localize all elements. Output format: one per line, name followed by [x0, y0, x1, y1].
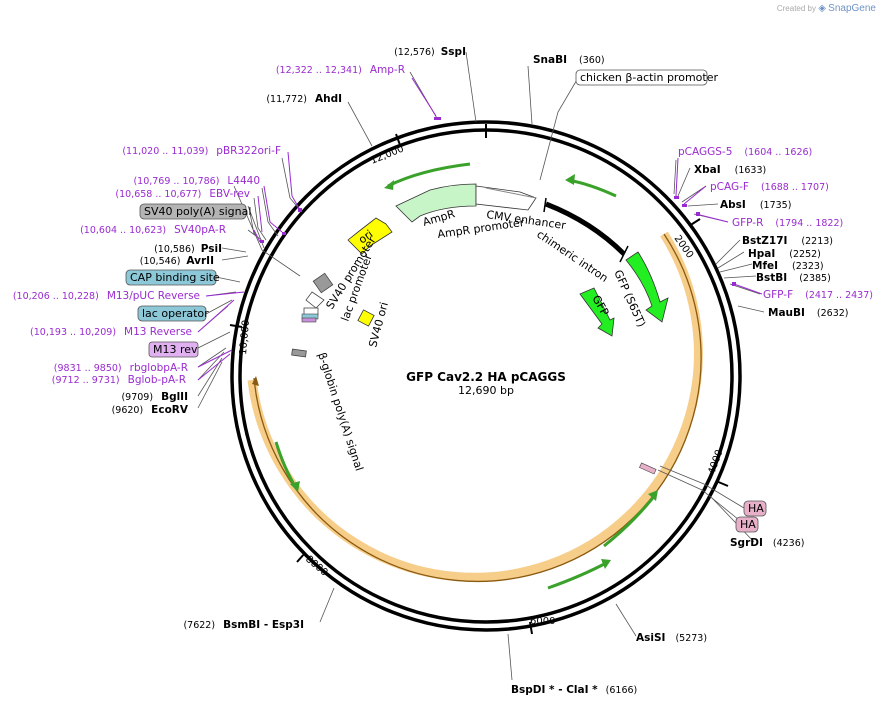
box-cap-binding-site: CAP binding site	[125, 269, 220, 286]
site-bspdi: BspDI * - ClaI *(6166)	[511, 684, 637, 696]
plasmid-name: GFP Cav2.2 HA pCAGGS	[406, 370, 566, 384]
orf-arrow-top-head	[384, 180, 394, 190]
primer-sv40pa-r: (10,604 .. 10,623)SV40pA-R	[80, 224, 226, 236]
site-ahdi: (11,772)AhdI	[266, 93, 342, 105]
backbone-outer-ring	[230, 120, 742, 632]
feature-ampr	[395, 183, 477, 223]
site-sgrdi: SgrDI(4236)	[730, 537, 804, 549]
orf-arrow-topright-head	[565, 174, 575, 185]
primer-gfp-f: GFP-F(2417 .. 2437)	[763, 289, 873, 301]
site-avrii: (10,546)AvrII	[140, 255, 214, 267]
cav-insert-arrowhead	[252, 376, 259, 386]
svg-text:CAP binding site: CAP binding site	[130, 271, 220, 284]
feature-bglobin-polya	[291, 348, 307, 358]
site-snabi: SnaBI(360)	[533, 54, 605, 66]
orf-arrow-topright	[567, 178, 617, 198]
feature-sv40-poly-a-box	[312, 272, 334, 294]
svg-text:lac operator: lac operator	[142, 307, 209, 320]
label-bglobin-polya: β-globin poly(A) signal	[315, 351, 366, 473]
primer-pcag-f: pCAG-F(1688 .. 1707)	[710, 181, 829, 193]
tick-4000	[715, 480, 729, 487]
orf-arrow-right2-head	[601, 559, 611, 569]
site-maubi: MauBI(2632)	[768, 307, 849, 319]
chimeric-intron-end-tick	[543, 197, 547, 213]
site-hpai: HpaI(2252)	[748, 248, 821, 260]
box-chicken-promoter: chicken β-actin promoter	[575, 69, 718, 86]
tick-6000	[529, 621, 533, 635]
orf-arrow-right1	[603, 493, 658, 548]
box-ha-1: HA	[743, 500, 767, 517]
snapgene-logo-icon: ◈	[818, 3, 826, 14]
tick-8000	[296, 552, 306, 563]
chimeric-intron-start-tick	[619, 245, 629, 263]
tick-2000	[688, 218, 701, 227]
svg-text:HA: HA	[740, 518, 756, 531]
tick-label-8000: 8000	[303, 554, 330, 579]
primer-gfp-r: GFP-R(1794 .. 1822)	[732, 217, 843, 229]
orf-arrow-right2	[547, 560, 609, 590]
orf-arrow-top	[387, 162, 471, 188]
site-sspi: (12,576)SspI	[394, 46, 466, 58]
site-xbai: XbaI(1633)	[694, 164, 766, 176]
feature-chimeric-intron	[545, 201, 626, 256]
svg-text:chicken β-actin promoter: chicken β-actin promoter	[580, 71, 718, 84]
site-bglii: (9709)BglII	[121, 391, 188, 403]
primer-m13-puc-reverse: (10,206 .. 10,228)M13/pUC Reverse	[13, 290, 200, 302]
label-chimeric-intron: chimeric intron	[534, 228, 610, 285]
orf-arrow-right1-head	[648, 490, 658, 501]
box-m13-rev: M13 rev	[148, 341, 199, 358]
cav-insert-arc-line	[253, 233, 702, 583]
primer-amp-r: (12,322 .. 12,341)Amp-R	[276, 64, 405, 76]
orf-arrow-left-head	[290, 481, 300, 492]
feature-ampr-promoter	[475, 185, 537, 211]
feature-sv40-promoter	[305, 291, 325, 309]
primer-bglob-pa-r: (9712 .. 9731)Bglob-pA-R	[52, 374, 186, 386]
site-bstz17i: BstZ17I(2213)	[742, 235, 833, 247]
tick-label-10000: 10,000	[238, 319, 252, 355]
feature-cmv-enhancer	[485, 187, 537, 199]
site-bsmbi: (7622)BsmBI - Esp3I	[183, 619, 304, 631]
feature-gfp	[579, 287, 615, 337]
credit-brand: SnapGene	[828, 3, 876, 14]
label-sv40-ori: SV40 ori	[366, 301, 391, 349]
svg-text:SV40 poly(A) signal: SV40 poly(A) signal	[144, 205, 251, 218]
feature-m13-rev	[301, 317, 317, 323]
site-mfei: MfeI(2323)	[752, 260, 824, 272]
box-lac-operator: lac operator	[137, 305, 209, 322]
feature-ori	[347, 217, 393, 255]
site-absi: AbsI(1735)	[720, 199, 791, 211]
primer-pcaggs-5: pCAGGS-5(1604 .. 1626)	[678, 146, 812, 158]
primer-ebv-rev: (10,658 .. 10,677)EBV-rev	[115, 188, 250, 200]
site-ecorv: (9620)EcoRV	[112, 404, 189, 416]
tick-10000	[229, 324, 243, 328]
svg-text:M13 rev: M13 rev	[153, 343, 198, 356]
svg-text:HA: HA	[748, 502, 764, 515]
primer-pbr322ori-f: (11,020 .. 11,039)pBR322ori-F	[122, 145, 281, 157]
feature-ha-marker	[639, 462, 657, 475]
feature-gfp-s65t	[625, 251, 669, 323]
primer-ticks	[260, 117, 736, 286]
snapgene-credit: Created by ◈ SnapGene	[777, 3, 876, 14]
primer-markers	[197, 77, 763, 381]
primer-rbglobpa-r: (9831 .. 9850)rbglobpA-R	[54, 362, 188, 374]
tick-label-6000: 6000	[530, 616, 555, 627]
site-bstbi: BstBI(2385)	[756, 272, 831, 284]
plasmid-length: 12,690 bp	[458, 384, 514, 397]
primer-l4440: (10,769 .. 10,786)L4440	[133, 175, 260, 187]
box-ha-2: HA	[735, 516, 759, 533]
feature-sv40-ori	[357, 309, 375, 327]
site-asisi: AsiSI(5273)	[636, 632, 707, 644]
site-psti: (10,586)PsiI	[154, 243, 222, 255]
box-sv40-polya-signal: SV40 poly(A) signal	[139, 203, 251, 220]
primer-m13-reverse: (10,193 .. 10,209)M13 Reverse	[30, 326, 192, 338]
tick-12000	[395, 133, 401, 146]
credit-prefix: Created by	[776, 4, 816, 13]
